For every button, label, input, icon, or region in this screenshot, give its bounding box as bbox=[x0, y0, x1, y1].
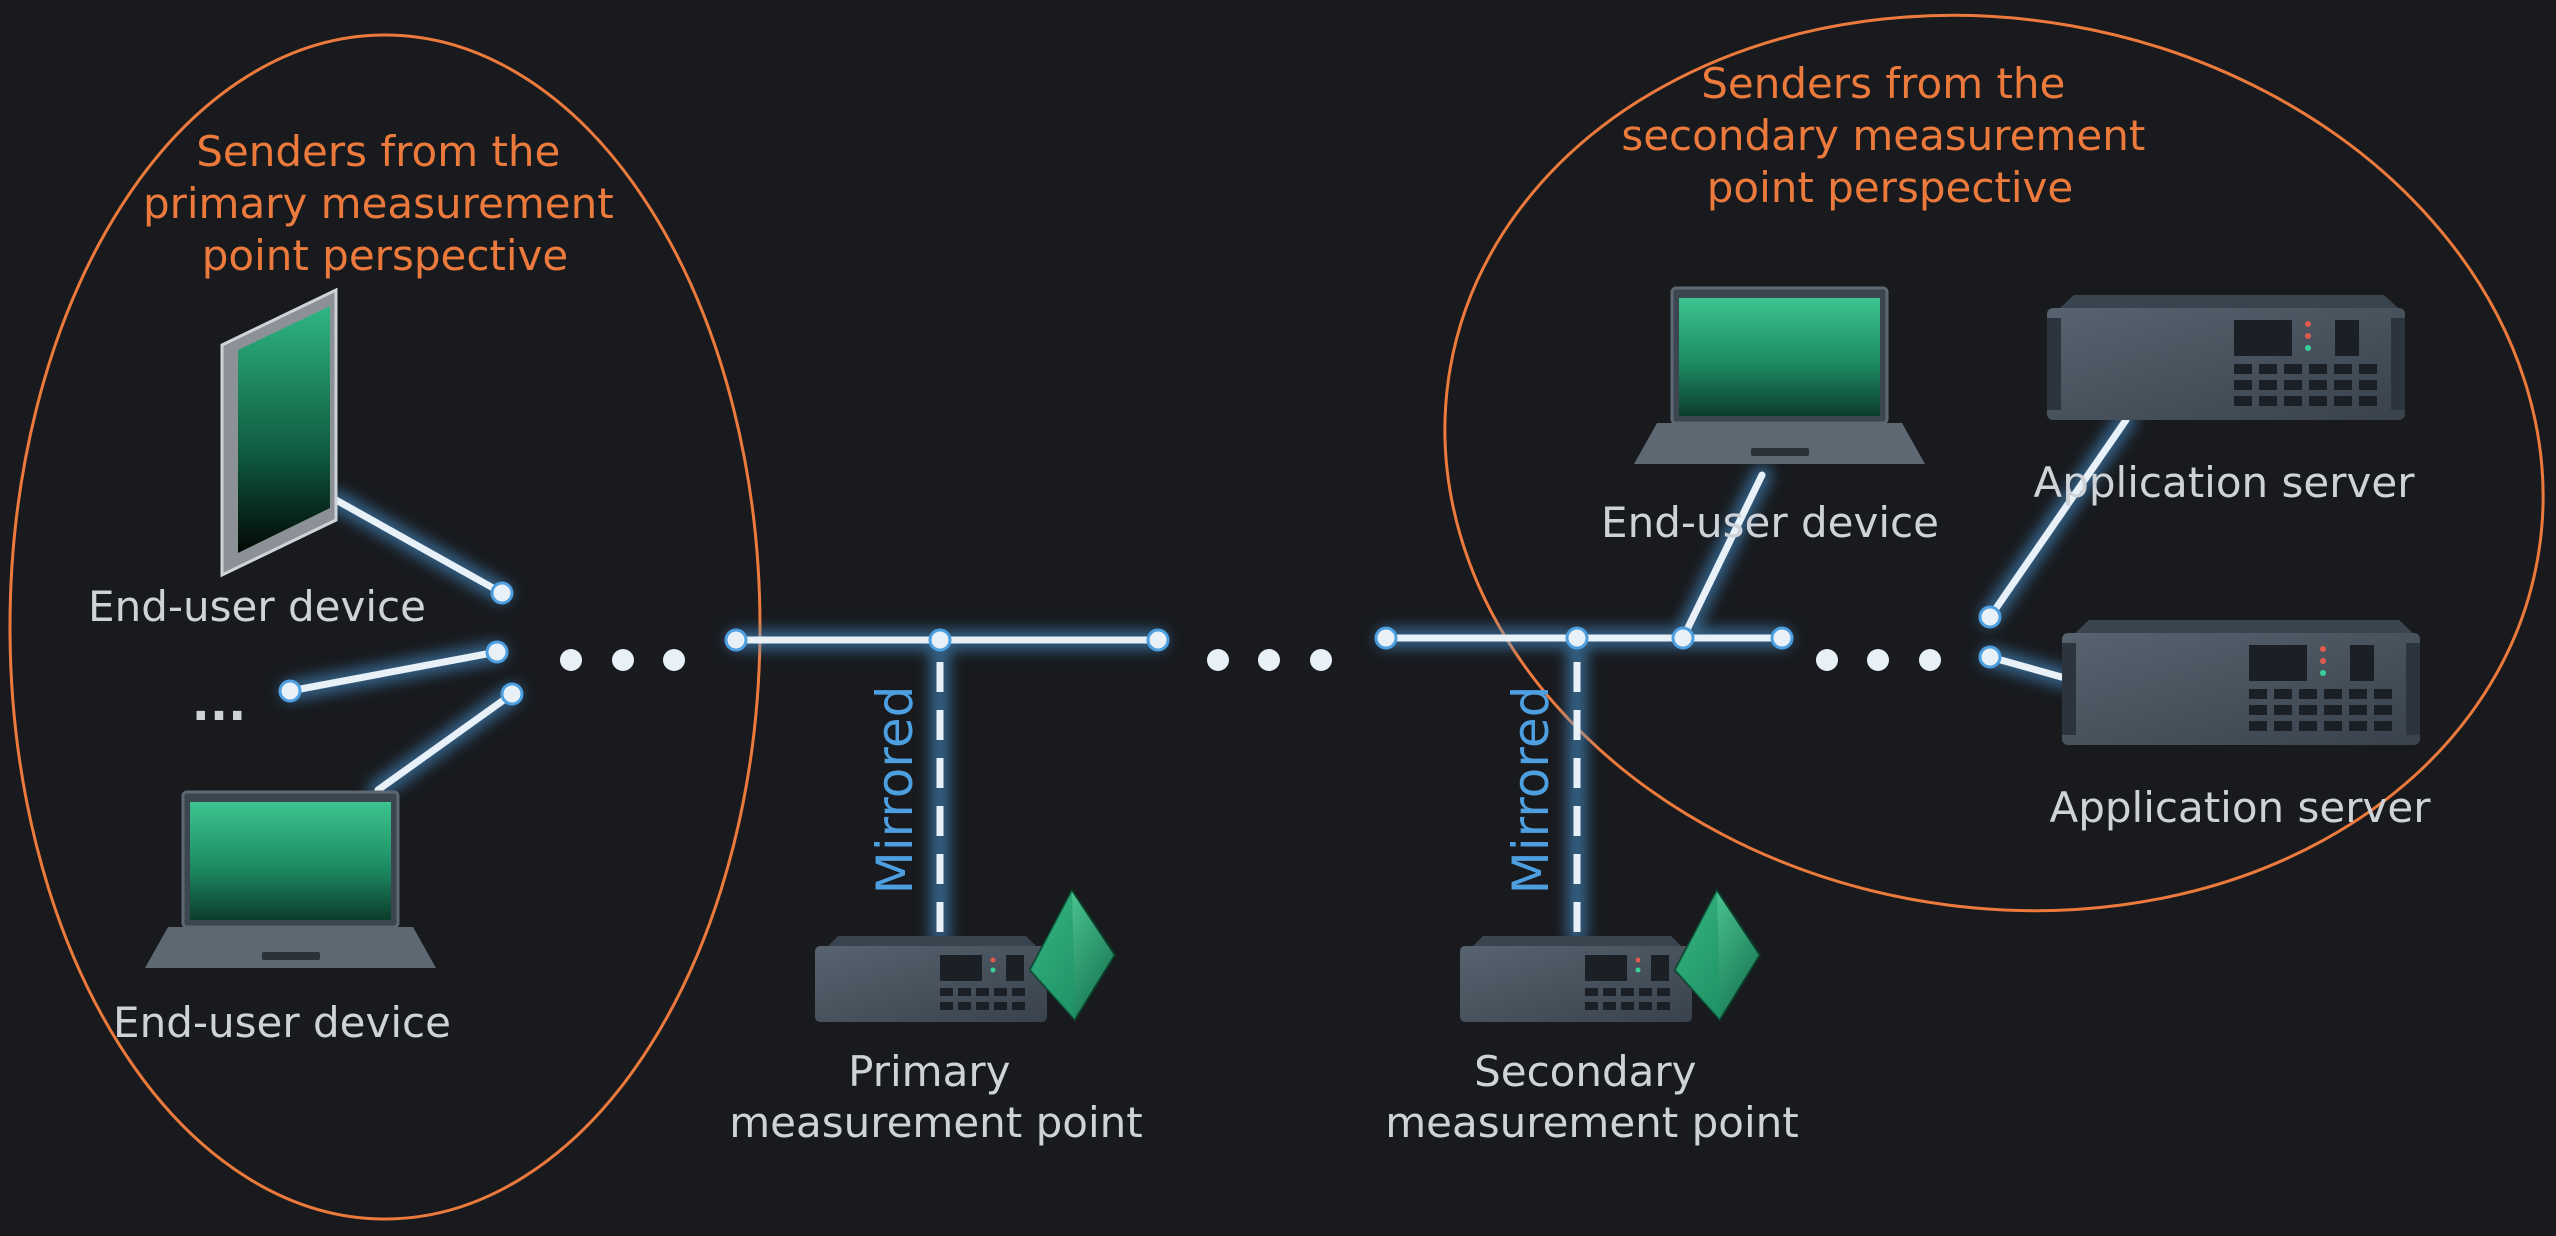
secondary-measurement-appliance-icon bbox=[1460, 888, 1762, 1022]
secondary-mirrored-label: Mirrored bbox=[1502, 686, 1560, 895]
continuation-dots bbox=[560, 649, 1941, 671]
tablet-device-label: End-user device bbox=[88, 582, 426, 631]
laptop-left-label: End-user device bbox=[113, 998, 451, 1047]
dots-right-3 bbox=[1919, 649, 1941, 671]
application-server-bottom-label: Application server bbox=[2050, 783, 2432, 832]
top-server-link bbox=[1986, 416, 2130, 621]
dots-left-2 bbox=[612, 649, 634, 671]
ellipsis-label: ... bbox=[192, 676, 247, 732]
primary-measurement-point-label: Primary measurement point bbox=[729, 1047, 1142, 1147]
dots-left-1 bbox=[560, 649, 582, 671]
right-laptop-link bbox=[1679, 471, 1766, 642]
laptop-left-icon bbox=[145, 790, 436, 968]
primary-senders-group-outline bbox=[8, 33, 762, 1221]
dots-middle-2 bbox=[1258, 649, 1280, 671]
laptop-right-icon bbox=[1634, 286, 1925, 464]
primary-senders-group-title: Senders from the primary measurement poi… bbox=[143, 127, 627, 280]
mirrored-links bbox=[936, 662, 1581, 935]
bottom-server-link bbox=[1986, 653, 2069, 682]
laptop-right-label: End-user device bbox=[1601, 498, 1939, 547]
left-laptop-link bbox=[374, 690, 516, 794]
tablet-icon bbox=[220, 287, 338, 578]
application-server-top-label: Application server bbox=[2034, 458, 2416, 507]
secondary-senders-group-outline bbox=[1443, 13, 2545, 913]
dots-middle-1 bbox=[1207, 649, 1229, 671]
primary-measurement-appliance-icon bbox=[815, 888, 1117, 1022]
tablet-link bbox=[332, 496, 506, 597]
primary-mirrored-label: Mirrored bbox=[866, 686, 924, 895]
secondary-senders-group-title: Senders from the secondary measurement p… bbox=[1621, 59, 2158, 212]
application-server-top-icon bbox=[2047, 295, 2405, 420]
network-links bbox=[286, 416, 2130, 794]
dots-right-2 bbox=[1867, 649, 1889, 671]
dots-middle-3 bbox=[1310, 649, 1332, 671]
link-nodes bbox=[278, 581, 2002, 706]
application-server-bottom-icon bbox=[2062, 620, 2420, 745]
ellipsis-link bbox=[286, 648, 501, 695]
dots-left-3 bbox=[663, 649, 685, 671]
dots-right-1 bbox=[1816, 649, 1838, 671]
secondary-measurement-point-label: Secondary measurement point bbox=[1385, 1047, 1798, 1147]
